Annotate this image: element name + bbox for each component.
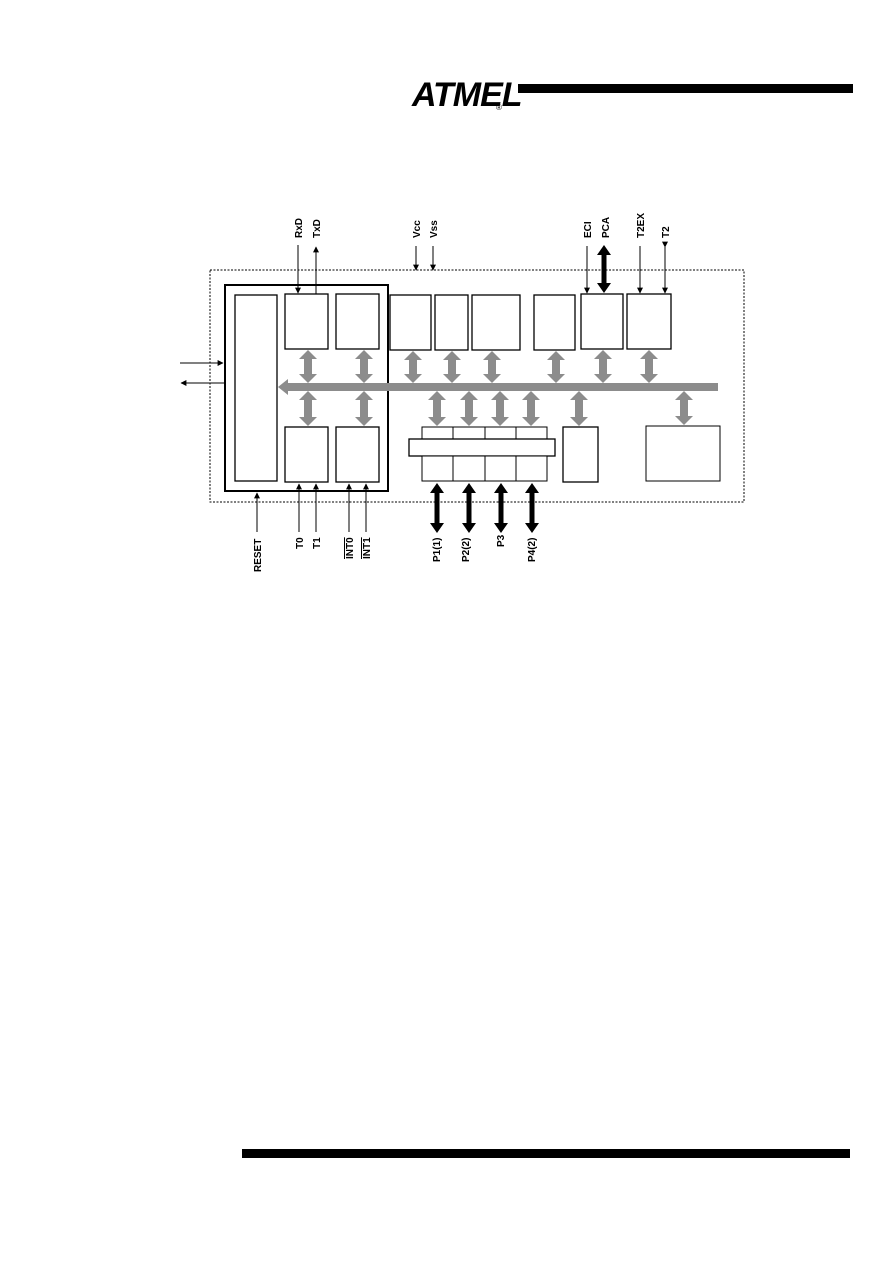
timers-block: [284, 426, 329, 483]
arrow-pca: [597, 245, 611, 293]
label-txd: TxD: [312, 219, 323, 238]
conn-eeprom: [483, 351, 501, 383]
conn-xram: [443, 351, 461, 383]
port-p1-upper: [421, 426, 454, 440]
conn-port-p3: [491, 391, 509, 426]
label-pca: PCA: [601, 217, 612, 238]
port-p3-upper: [484, 426, 517, 440]
conn-uart: [299, 350, 317, 383]
keyboard-block: [645, 425, 721, 482]
port-p2-lower: [452, 455, 486, 482]
port-p1-lower: [421, 455, 454, 482]
ram-block: [335, 293, 380, 350]
label-reset: RESET: [253, 539, 264, 572]
label-t2: T2: [661, 226, 672, 238]
label-int0: INT0: [345, 537, 356, 559]
arrow-p3: [494, 483, 508, 533]
bus-connectors: [299, 350, 693, 426]
label-p1: P1(1): [432, 538, 443, 562]
label-rxd: RxD: [294, 218, 305, 238]
conn-port-p1: [428, 391, 446, 426]
bus-left-arrow: [278, 379, 300, 395]
chip-boundary: [209, 269, 745, 503]
parallel-ports: [408, 426, 556, 482]
conn-flash: [404, 351, 422, 383]
arrow-p2: [462, 483, 476, 533]
timer2-block: [626, 293, 672, 350]
interrupt-block: [335, 426, 380, 483]
port-p3-lower: [484, 455, 517, 482]
pca-block: [580, 293, 624, 350]
xram-block: [434, 294, 469, 351]
conn-port-p4: [522, 391, 540, 426]
label-t0: T0: [295, 537, 306, 549]
atmel-logo: ATMEL ®: [411, 76, 523, 114]
watchdog-block: [533, 294, 576, 351]
conn-timers: [299, 391, 317, 426]
conn-keyboard: [675, 391, 693, 425]
block-diagram: RxD TxD Vcc Vss ECI PCA T2EX T2 RESET T0…: [180, 213, 745, 572]
label-p2: P2(2): [461, 538, 472, 562]
conn-spi: [570, 391, 588, 426]
spi-block: [562, 426, 599, 483]
conn-ram: [355, 350, 373, 383]
top-signals: [295, 241, 668, 294]
label-t2ex: T2EX: [636, 213, 647, 238]
logo-wordmark: ATMEL: [411, 76, 522, 114]
label-int1: INT1: [362, 537, 373, 559]
header-rule: [518, 84, 853, 93]
port-p4-upper: [515, 426, 548, 440]
label-p4: P4(2): [527, 538, 538, 562]
registered-mark: ®: [496, 103, 502, 112]
bus-bar: [300, 383, 718, 391]
conn-interrupt: [355, 391, 373, 426]
conn-watchdog: [547, 351, 565, 383]
port-p2-upper: [452, 426, 486, 440]
internal-bus: [278, 379, 718, 395]
flash-block: [389, 294, 432, 351]
arrow-p4: [525, 483, 539, 533]
port-p4-lower: [515, 455, 548, 482]
pin-labels: RxD TxD Vcc Vss ECI PCA T2EX T2 RESET T0…: [253, 213, 672, 572]
arrow-p1: [430, 483, 444, 533]
conn-pca: [594, 350, 612, 383]
uart-block: [284, 293, 329, 350]
label-eci: ECI: [583, 221, 594, 238]
footer-rule: [242, 1149, 850, 1158]
label-t1: T1: [312, 537, 323, 549]
conn-port-p2: [460, 391, 478, 426]
label-p3: P3: [496, 534, 507, 547]
label-vss: Vss: [429, 220, 440, 238]
conn-timer2: [640, 350, 658, 383]
eeprom-block: [471, 294, 521, 351]
cpu-block: [234, 294, 278, 482]
port-bar: [408, 438, 556, 457]
port-arrows: [430, 245, 611, 533]
label-vcc: Vcc: [412, 220, 423, 238]
bottom-signals: [254, 483, 369, 532]
clock-lines: [180, 360, 225, 386]
